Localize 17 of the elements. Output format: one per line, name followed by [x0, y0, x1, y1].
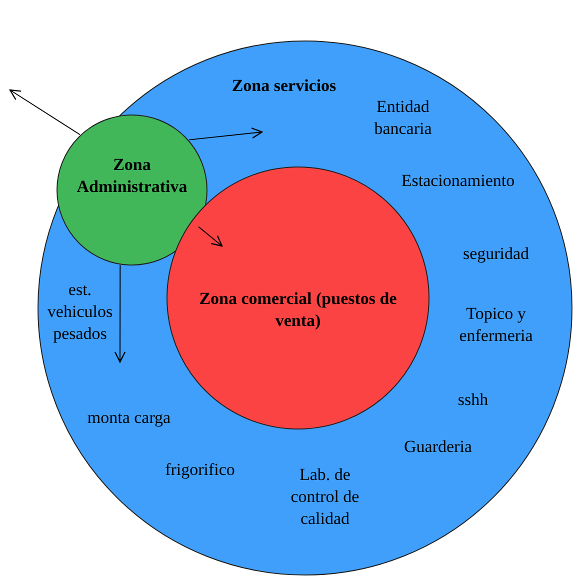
arrow [188, 128, 263, 140]
arrow [114, 264, 126, 363]
area-label: est. vehiculos pesados [46, 279, 114, 345]
area-label: Guarderia [403, 436, 473, 458]
area-label: Entidad bancaria [373, 96, 433, 140]
area-label: Estacionamiento [400, 170, 516, 192]
area-label: seguridad [462, 243, 530, 265]
area-label: Topico y enfermeria [458, 303, 534, 347]
arrow [9, 89, 80, 136]
area-label: monta carga [86, 407, 172, 429]
area-label: sshh [456, 389, 490, 411]
area-label: Lab. de control de calidad [290, 464, 360, 530]
zone-title: Zona Administrativa [76, 154, 188, 198]
zone-title: Zona servicios [230, 75, 338, 97]
arrow [198, 226, 223, 247]
zone-title: Zona comercial (puestos de venta) [198, 288, 398, 332]
area-label: frigorifico [164, 459, 236, 481]
